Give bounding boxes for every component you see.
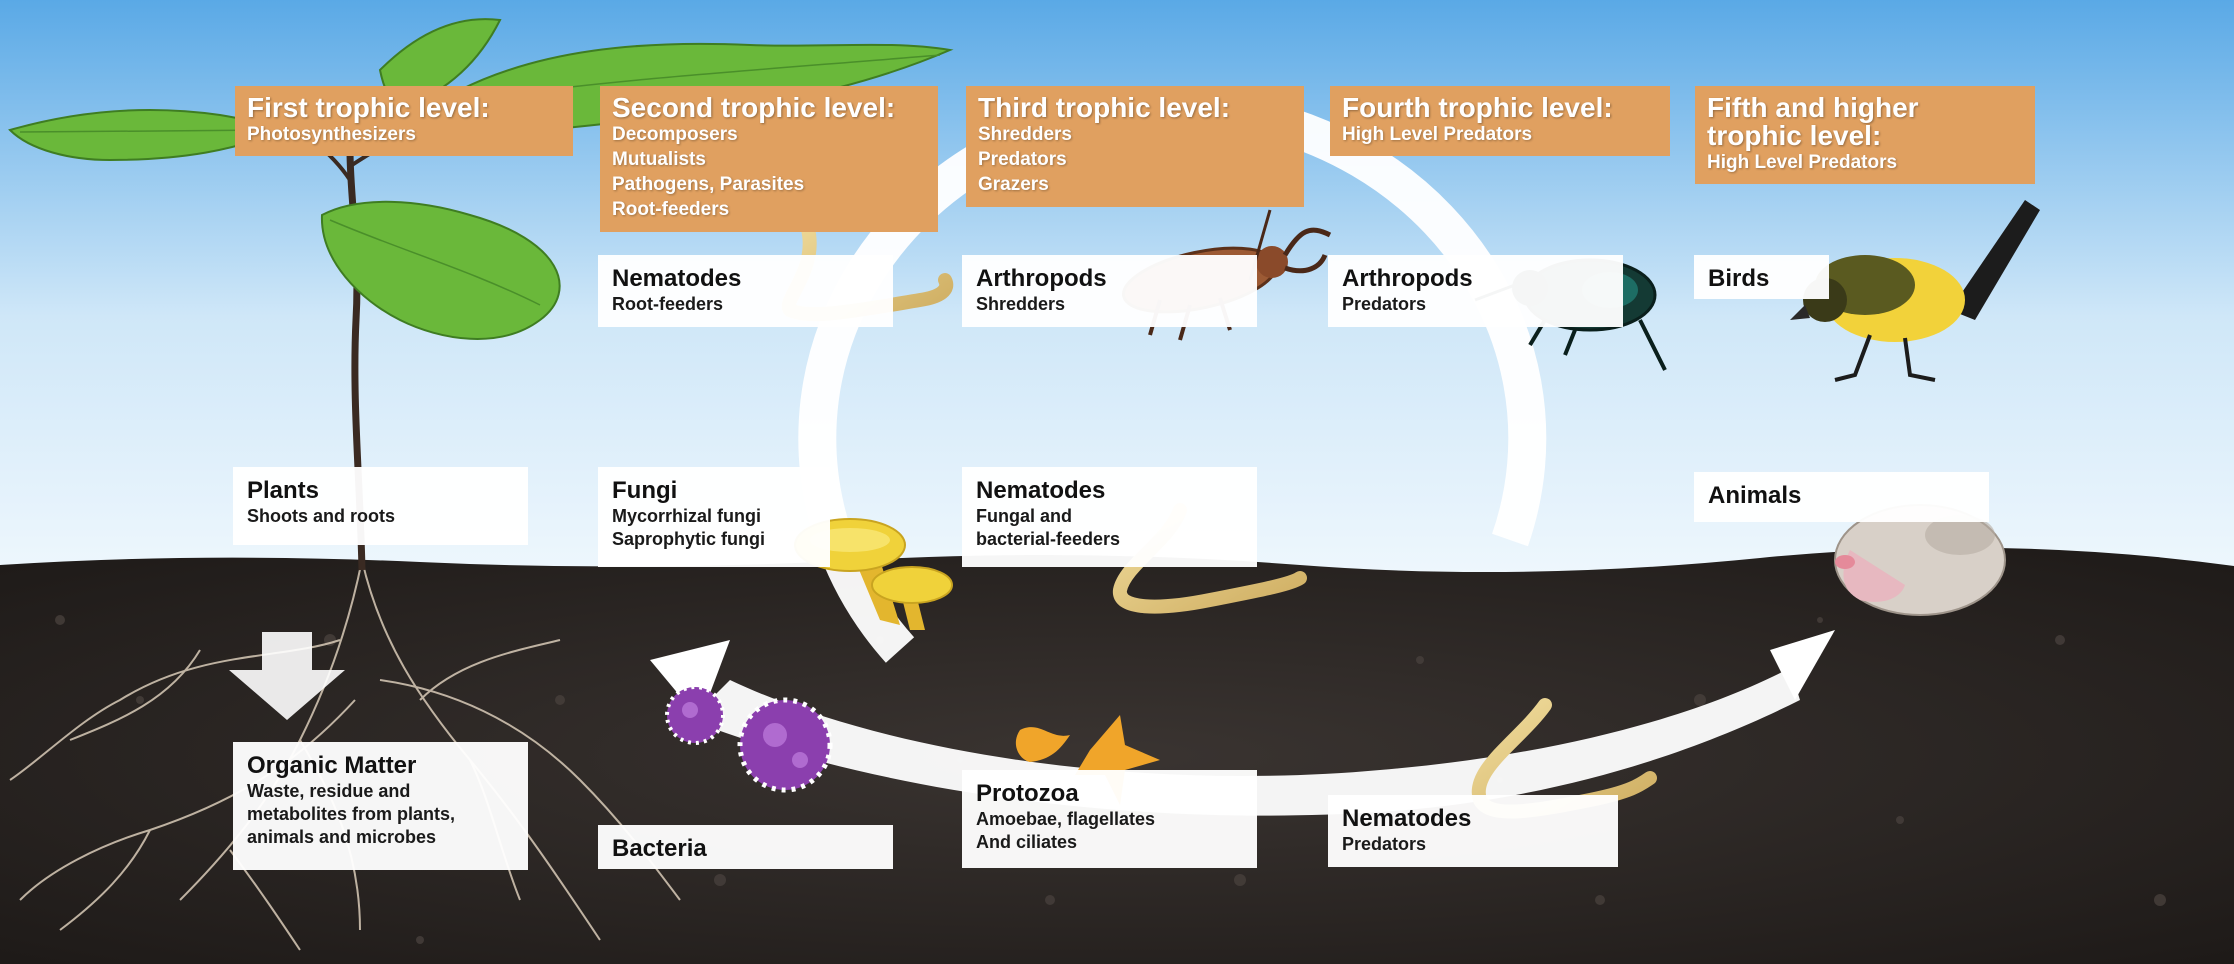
header-title: Second trophic level: (612, 94, 926, 122)
header-line: Decomposers (612, 122, 926, 147)
header-line: Grazers (978, 172, 1292, 197)
label-birds: Birds (1694, 255, 1829, 299)
label-arthropods-predators: Arthropods Predators (1328, 255, 1623, 327)
header-line: Mutualists (612, 147, 926, 172)
header-fifth-trophic-level: Fifth and higher trophic level: High Lev… (1695, 86, 2035, 184)
header-fourth-trophic-level: Fourth trophic level: High Level Predato… (1330, 86, 1670, 156)
label-protozoa: Protozoa Amoebae, flagellates And ciliat… (962, 770, 1257, 868)
label-line: Saprophytic fungi (612, 528, 816, 551)
header-line: High Level Predators (1707, 150, 2023, 175)
label-title: Protozoa (976, 780, 1243, 808)
label-animals: Animals (1694, 472, 1989, 522)
header-title: Fourth trophic level: (1342, 94, 1658, 122)
header-line: High Level Predators (1342, 122, 1658, 147)
header-title: Fifth and higher (1707, 94, 2023, 122)
label-line: Fungal and (976, 505, 1243, 528)
label-fungi: Fungi Mycorrhizal fungi Saprophytic fung… (598, 467, 830, 567)
header-line: Root-feeders (612, 197, 926, 222)
label-nematodes-root-feeders: Nematodes Root-feeders (598, 255, 893, 327)
label-line: Predators (1342, 293, 1609, 316)
header-first-trophic-level: First trophic level: Photosynthesizers (235, 86, 573, 156)
label-line: And ciliates (976, 831, 1243, 854)
header-title: First trophic level: (247, 94, 561, 122)
header-line: Shredders (978, 122, 1292, 147)
header-title: Third trophic level: (978, 94, 1292, 122)
label-line: Waste, residue and (247, 780, 514, 803)
header-line: Predators (978, 147, 1292, 172)
label-line: Amoebae, flagellates (976, 808, 1243, 831)
label-title: Nematodes (612, 265, 879, 293)
label-title: Nematodes (976, 477, 1243, 505)
header-title: trophic level: (1707, 122, 2023, 150)
label-plants: Plants Shoots and roots (233, 467, 528, 545)
label-title: Animals (1708, 482, 1975, 510)
header-third-trophic-level: Third trophic level: Shredders Predators… (966, 86, 1304, 207)
header-line: Pathogens, Parasites (612, 172, 926, 197)
label-title: Arthropods (1342, 265, 1609, 293)
label-title: Arthropods (976, 265, 1243, 293)
label-line: metabolites from plants, (247, 803, 514, 826)
label-line: animals and microbes (247, 826, 514, 849)
label-line: bacterial-feeders (976, 528, 1243, 551)
label-title: Organic Matter (247, 752, 514, 780)
label-organic-matter: Organic Matter Waste, residue and metabo… (233, 742, 528, 870)
label-bacteria: Bacteria (598, 825, 893, 869)
label-nematodes-fungal-bacterial-feeders: Nematodes Fungal and bacterial-feeders (962, 467, 1257, 567)
label-title: Plants (247, 477, 514, 505)
label-line: Shoots and roots (247, 505, 514, 528)
label-line: Predators (1342, 833, 1604, 856)
label-title: Bacteria (612, 835, 879, 863)
label-line: Shredders (976, 293, 1243, 316)
label-line: Mycorrhizal fungi (612, 505, 816, 528)
label-arthropods-shredders: Arthropods Shredders (962, 255, 1257, 327)
label-nematodes-predators: Nematodes Predators (1328, 795, 1618, 867)
label-title: Birds (1708, 265, 1815, 293)
header-line: Photosynthesizers (247, 122, 561, 147)
label-title: Nematodes (1342, 805, 1604, 833)
label-title: Fungi (612, 477, 816, 505)
label-line: Root-feeders (612, 293, 879, 316)
header-second-trophic-level: Second trophic level: Decomposers Mutual… (600, 86, 938, 232)
